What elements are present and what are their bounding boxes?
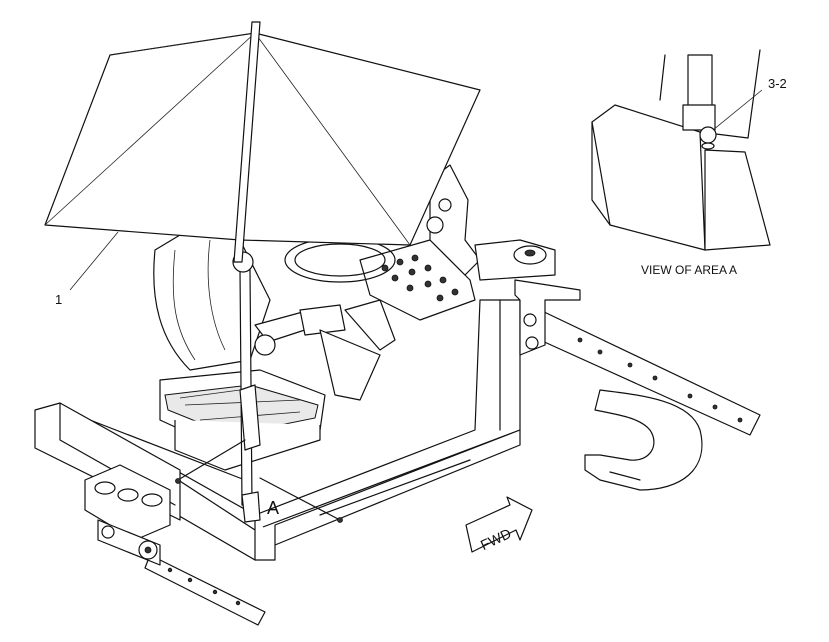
linkage: [254, 299, 396, 401]
control-console: [359, 164, 556, 321]
detail-view-area-a: 3-2 VIEW OF AREA A: [591, 49, 787, 277]
conveyor-belt: [584, 389, 703, 491]
callout-area-a: A: [267, 498, 279, 518]
callout-1: 1: [55, 292, 62, 307]
detail-view-title: VIEW OF AREA A: [641, 263, 737, 277]
left-roller-bracket: [84, 464, 171, 566]
fwd-direction-arrow: FWD: [465, 496, 533, 553]
operator-platform: [82, 299, 521, 561]
left-track: [144, 554, 266, 626]
machine-assembly: 1 A: [34, 21, 761, 626]
right-bracket: [514, 279, 581, 356]
seat: [153, 231, 271, 371]
umbrella-leader-line: [69, 231, 119, 291]
callout-3-2: 3-2: [768, 76, 787, 91]
umbrella-canopy: [44, 21, 481, 263]
